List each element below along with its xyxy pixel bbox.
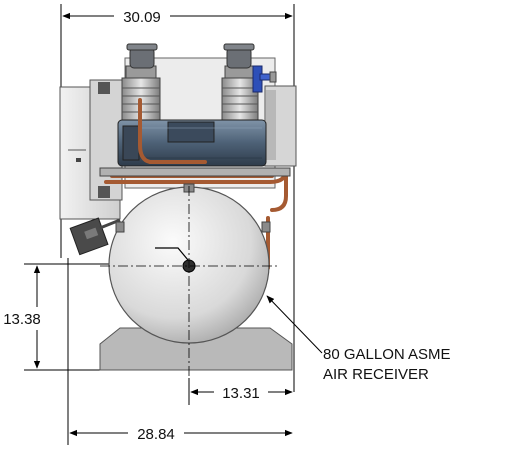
belt-guard-right [264,85,297,167]
belt-guard-left [59,79,123,220]
callout-line-2: AIR RECEIVER [323,366,429,383]
support-bar [99,167,291,177]
compressor-assembly [59,43,297,378]
dimension-tank-offset: 13.31 [190,385,293,402]
callout: 80 GALLON ASME AIR RECEIVER [266,295,451,383]
dimension-label-top: 30.09 [123,9,161,26]
dimension-tank-height: 13.38 [3,265,41,369]
dimension-top-width: 30.09 [62,9,293,26]
electric-motor [117,119,267,167]
base-pad [99,327,293,371]
dimension-base-width: 28.84 [69,426,293,443]
dimension-label-height: 13.38 [3,311,41,328]
dimension-label-offset: 13.31 [222,385,260,402]
dimension-label-base: 28.84 [137,426,175,443]
pressure-switch [69,217,109,256]
callout-line-1: 80 GALLON ASME [323,346,451,363]
unloader-valve [252,65,277,93]
